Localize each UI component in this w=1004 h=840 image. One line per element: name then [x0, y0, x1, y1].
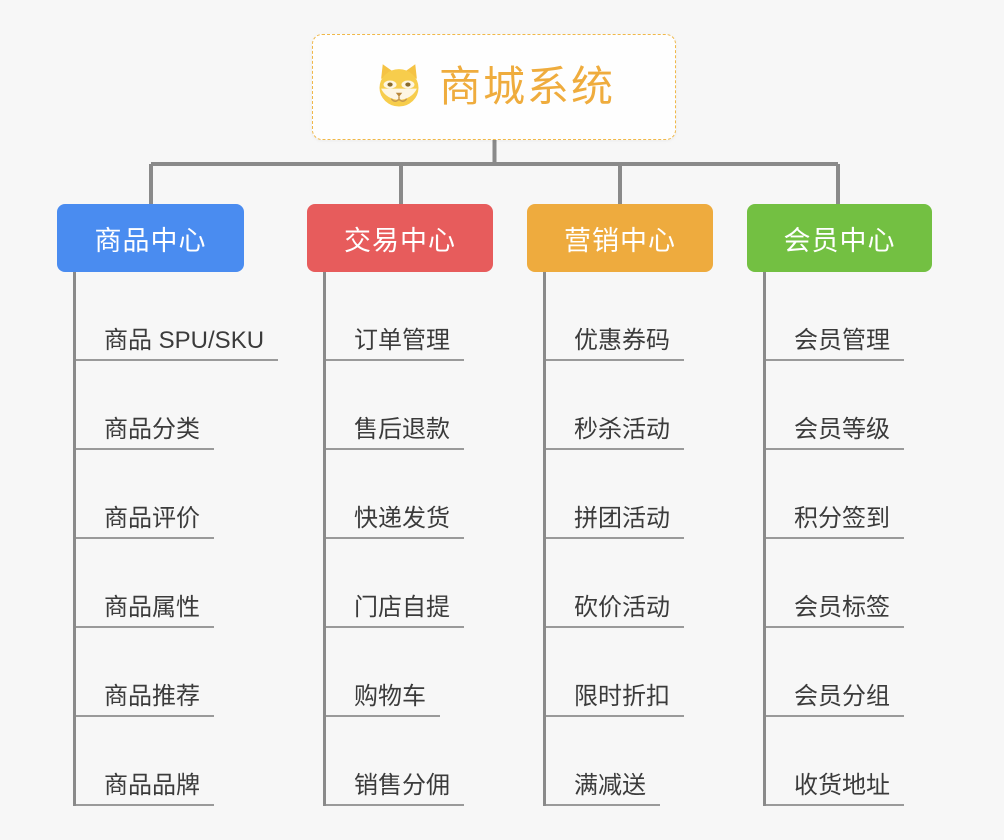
- branch-header-0[interactable]: 商品中心: [57, 204, 244, 272]
- branch-header-label-1: 交易中心: [344, 225, 456, 256]
- leaf-label: 门店自提: [326, 594, 464, 628]
- list-item[interactable]: 会员等级: [766, 361, 904, 450]
- list-item[interactable]: 秒杀活动: [546, 361, 684, 450]
- list-item[interactable]: 商品分类: [76, 361, 278, 450]
- list-item[interactable]: 积分签到: [766, 450, 904, 539]
- branch-header-label-2: 营销中心: [564, 225, 676, 256]
- leaf-label: 拼团活动: [546, 505, 684, 539]
- list-item[interactable]: 购物车: [326, 628, 464, 717]
- leaf-label: 会员等级: [766, 416, 904, 450]
- list-item[interactable]: 门店自提: [326, 539, 464, 628]
- leaf-label: 积分签到: [766, 505, 904, 539]
- branch-header-2[interactable]: 营销中心: [527, 204, 713, 272]
- list-item[interactable]: 商品品牌: [76, 717, 278, 806]
- leaf-label: 会员标签: [766, 594, 904, 628]
- leaf-label: 商品属性: [76, 594, 214, 628]
- root-title: 商城系统: [438, 63, 615, 110]
- leaf-label: 限时折扣: [546, 683, 684, 717]
- branch-header-3[interactable]: 会员中心: [747, 204, 932, 272]
- list-item[interactable]: 收货地址: [766, 717, 904, 806]
- leaf-label: 购物车: [326, 683, 440, 717]
- list-item[interactable]: 商品 SPU/SKU: [76, 272, 279, 361]
- list-item[interactable]: 快递发货: [326, 450, 464, 539]
- branch-items-0: 商品 SPU/SKU 商品分类 商品评价 商品属性 商品推荐 商品品牌: [73, 272, 279, 806]
- list-item[interactable]: 销售分佣: [326, 717, 464, 806]
- shiba-dog-icon: [373, 61, 425, 113]
- list-item[interactable]: 满减送: [546, 717, 684, 806]
- leaf-label: 满减送: [546, 772, 660, 806]
- branch-header-1[interactable]: 交易中心: [307, 204, 493, 272]
- leaf-label: 收货地址: [766, 772, 904, 806]
- list-item[interactable]: 会员标签: [766, 539, 904, 628]
- list-item[interactable]: 拼团活动: [546, 450, 684, 539]
- leaf-label: 砍价活动: [546, 594, 684, 628]
- list-item[interactable]: 订单管理: [326, 272, 464, 361]
- leaf-label: 商品分类: [76, 416, 214, 450]
- leaf-label: 优惠券码: [546, 327, 684, 361]
- list-item[interactable]: 砍价活动: [546, 539, 684, 628]
- list-item[interactable]: 售后退款: [326, 361, 464, 450]
- list-item[interactable]: 会员分组: [766, 628, 904, 717]
- list-item[interactable]: 优惠券码: [546, 272, 684, 361]
- leaf-label: 商品 SPU/SKU: [76, 327, 279, 361]
- leaf-label: 秒杀活动: [546, 416, 684, 450]
- branch-items-2: 优惠券码 秒杀活动 拼团活动 砍价活动 限时折扣 满减送: [543, 272, 684, 806]
- leaf-label: 会员管理: [766, 327, 904, 361]
- leaf-label: 订单管理: [326, 327, 464, 361]
- branch-header-label-3: 会员中心: [783, 225, 896, 256]
- list-item[interactable]: 商品评价: [76, 450, 278, 539]
- list-item[interactable]: 会员管理: [766, 272, 904, 361]
- leaf-label: 售后退款: [326, 416, 464, 450]
- branch-items-3: 会员管理 会员等级 积分签到 会员标签 会员分组 收货地址: [763, 272, 904, 806]
- leaf-label: 商品评价: [76, 505, 214, 539]
- branch-items-1: 订单管理 售后退款 快递发货 门店自提 购物车 销售分佣: [323, 272, 464, 806]
- list-item[interactable]: 商品推荐: [76, 628, 278, 717]
- list-item[interactable]: 商品属性: [76, 539, 278, 628]
- root-node[interactable]: 商城系统: [312, 34, 676, 140]
- leaf-label: 商品品牌: [76, 772, 214, 806]
- branch-header-label-0: 商品中心: [94, 225, 207, 256]
- list-item[interactable]: 限时折扣: [546, 628, 684, 717]
- leaf-label: 销售分佣: [326, 772, 464, 806]
- leaf-label: 会员分组: [766, 683, 904, 717]
- leaf-label: 快递发货: [326, 505, 464, 539]
- leaf-label: 商品推荐: [76, 683, 214, 717]
